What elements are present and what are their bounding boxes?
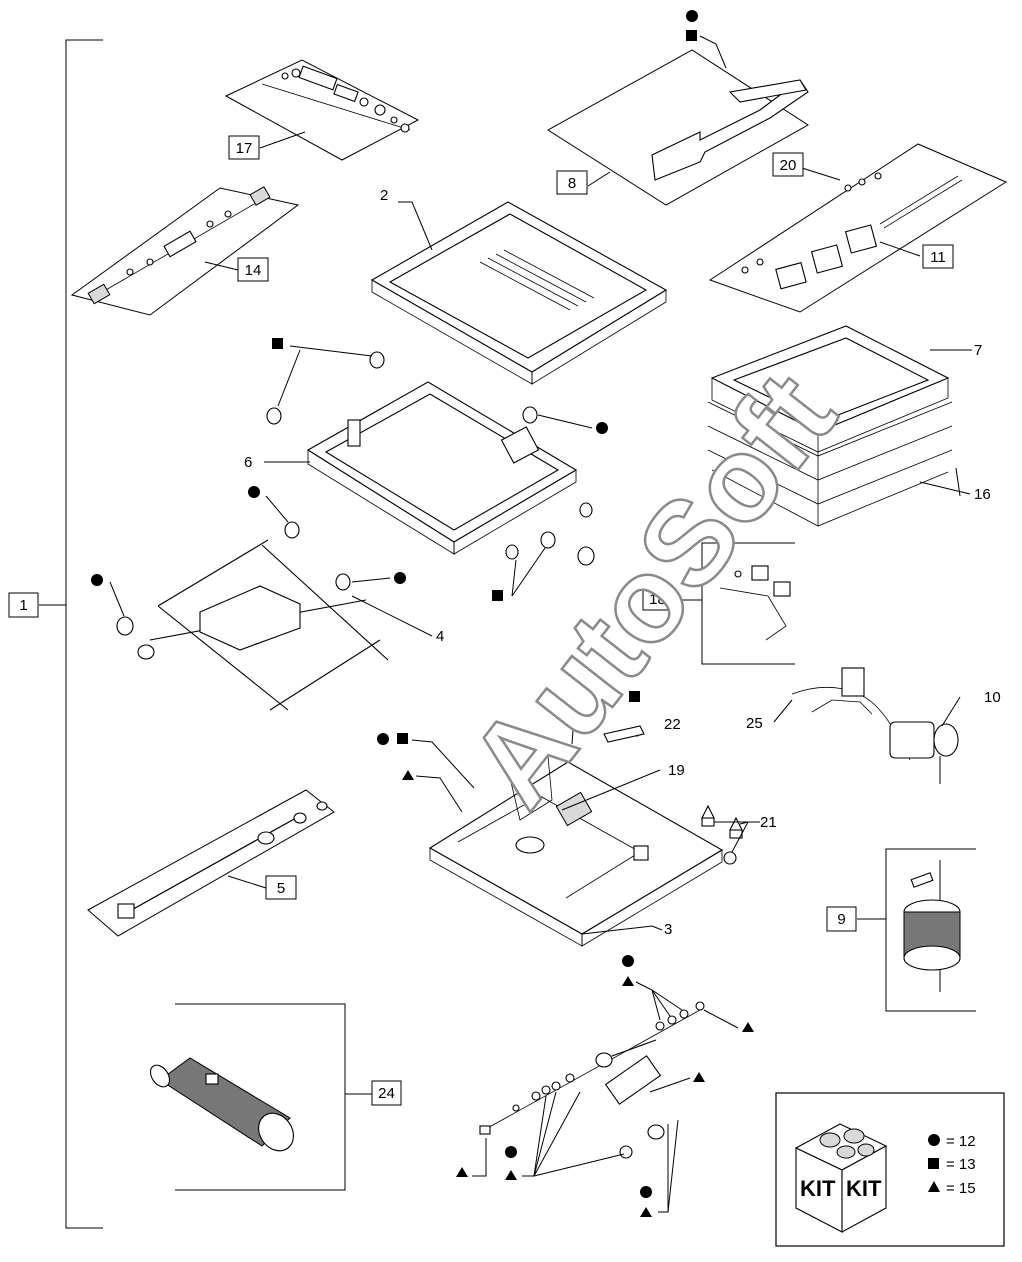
callout-22: 22 — [664, 716, 681, 733]
svg-text:17: 17 — [236, 140, 253, 157]
legend-circle-symbol — [928, 1134, 940, 1146]
kit-square-marker — [492, 590, 503, 601]
callout-4: 4 — [436, 628, 444, 645]
svg-text:24: 24 — [378, 1085, 395, 1102]
kit-circle-marker — [377, 733, 389, 745]
kit-circle-marker — [640, 1186, 652, 1198]
callout-24: 24 — [371, 1080, 402, 1106]
kit-triangle-marker — [742, 1022, 754, 1032]
callout-20: 20 — [772, 152, 804, 177]
legend-triangle-symbol — [928, 1181, 940, 1192]
kit-circle-marker — [686, 10, 698, 22]
legend-row-circle: = 12 — [928, 1133, 976, 1150]
callout-6: 6 — [244, 454, 252, 471]
callout-8: 8 — [556, 170, 588, 195]
kit-triangle-marker — [640, 1207, 652, 1217]
part-2-upper-frame — [370, 201, 668, 385]
part-10-25-valve — [773, 667, 961, 784]
callout-9: 9 — [826, 906, 857, 932]
callout-11: 11 — [922, 244, 954, 269]
part-14-assembly — [70, 186, 300, 316]
callout-2: 2 — [380, 187, 388, 204]
kit-circle-marker — [608, 691, 620, 703]
part-17-assembly — [224, 59, 420, 161]
part-4-scissor — [116, 521, 433, 711]
assembly-bracket — [39, 39, 103, 1229]
kit-circle-marker — [248, 486, 260, 498]
svg-text:8: 8 — [568, 175, 576, 192]
kit-square-marker — [272, 338, 283, 349]
callout-25: 25 — [746, 715, 763, 732]
part-5-rod — [87, 789, 335, 937]
kit-triangle-marker — [693, 1072, 705, 1082]
svg-text:9: 9 — [837, 911, 845, 928]
svg-text:= 15: = 15 — [946, 1180, 976, 1197]
callout-3: 3 — [664, 921, 672, 938]
part-18-lever — [672, 542, 795, 665]
callout-16: 16 — [974, 486, 991, 503]
callout-5: 5 — [265, 875, 297, 900]
kit-triangle-marker — [622, 976, 634, 986]
callout-17: 17 — [228, 135, 260, 160]
callout-1: 1 — [8, 592, 39, 618]
part-9-air-spring — [857, 848, 976, 1012]
legend-square-symbol — [928, 1158, 939, 1169]
kit-circle-marker — [596, 422, 608, 434]
callout-21: 21 — [760, 814, 777, 831]
kit-circle-marker — [91, 574, 103, 586]
legend-row-triangle: = 15 — [928, 1180, 976, 1197]
kit-triangle-marker — [456, 1167, 468, 1177]
part-3-base — [428, 755, 724, 947]
kit-legend: KIT KIT = 12 = 13 = 15 — [775, 1092, 1005, 1247]
part-6-frame — [264, 381, 578, 555]
callout-10: 10 — [984, 689, 1001, 706]
part-22-pin — [603, 725, 645, 743]
part-20-11-assembly — [708, 143, 1008, 313]
kit-circle-marker — [394, 572, 406, 584]
kit-label-left: KIT — [800, 1176, 836, 1201]
kit-square-marker — [686, 30, 697, 41]
kit-box-illustration: KIT KIT — [794, 1123, 888, 1233]
watermark: AutoSoft — [443, 349, 860, 831]
svg-text:11: 11 — [930, 249, 946, 266]
callout-7: 7 — [974, 342, 982, 359]
svg-text:14: 14 — [245, 262, 262, 279]
kit-label-right: KIT — [846, 1176, 882, 1201]
kit-triangle-marker — [505, 1170, 517, 1180]
svg-text:20: 20 — [780, 157, 797, 174]
svg-text:1: 1 — [19, 597, 27, 614]
part-8-assembly — [547, 49, 809, 206]
callout-18: 18 — [642, 586, 673, 611]
kit-circle-marker — [505, 1146, 517, 1158]
bushings-frame-6 — [266, 351, 595, 566]
svg-text:18: 18 — [649, 591, 666, 608]
part-7-bellows — [707, 325, 972, 527]
shock-absorber-assembly — [479, 1001, 705, 1159]
kit-circle-marker — [622, 955, 634, 967]
svg-text:= 12: = 12 — [946, 1133, 976, 1150]
part-21-bumpers — [701, 804, 760, 865]
legend-row-square: = 13 — [928, 1156, 976, 1173]
kit-triangle-marker — [402, 770, 414, 780]
kit-square-marker — [397, 733, 408, 744]
part-24-reservoir — [149, 1003, 372, 1191]
callout-19: 19 — [668, 762, 685, 779]
svg-text:5: 5 — [277, 880, 285, 897]
callout-14: 14 — [237, 257, 269, 282]
kit-square-marker — [629, 691, 640, 702]
svg-text:= 13: = 13 — [946, 1156, 976, 1173]
